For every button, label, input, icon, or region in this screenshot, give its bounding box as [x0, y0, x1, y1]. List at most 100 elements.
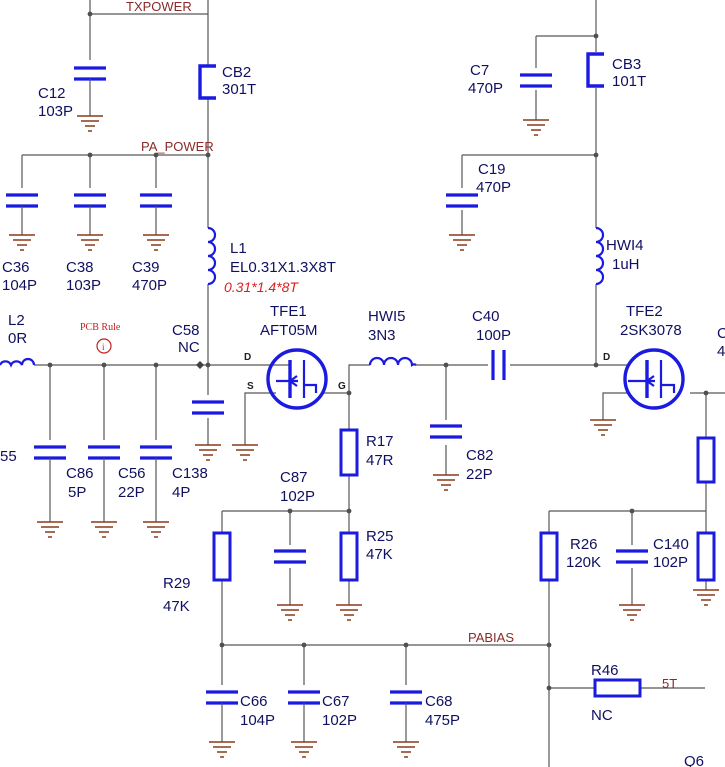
value-c68: 475P: [425, 712, 460, 729]
ref-c38: C38: [66, 259, 94, 276]
value-tfe1: AFT05M: [260, 322, 318, 339]
inductor-symbols: [0, 226, 605, 368]
value-l1: EL0.31X1.3X8T: [230, 259, 336, 276]
transistor-tfe2: [623, 348, 685, 410]
ref-c87: C87: [280, 469, 308, 486]
value-hwi4: 1uH: [612, 256, 640, 273]
value-r26: 120K: [566, 554, 601, 571]
ref-c19: C19: [478, 161, 506, 178]
value-c38: 103P: [66, 277, 101, 294]
capacitor-c140: [616, 549, 648, 564]
resistor-symbols: [212, 428, 716, 698]
pcb-rule-marker: [96, 338, 112, 354]
ref-c7: C7: [470, 62, 489, 79]
capacitor-c56: [140, 445, 172, 522]
ref-r46: R46: [591, 662, 619, 679]
ref-l2: L2: [8, 312, 25, 329]
ref-tfe2: TFE2: [626, 303, 663, 320]
ref-c82: C82: [466, 447, 494, 464]
value-c58: NC: [178, 339, 200, 356]
ref-hwi5: HWI5: [368, 308, 406, 325]
ref-c67: C67: [322, 693, 350, 710]
capacitor-c138: [192, 400, 224, 415]
capacitor-c68: [390, 690, 422, 742]
ref-c12: C12: [38, 85, 66, 102]
capacitor-c36: [6, 193, 38, 235]
ground-symbols: [9, 115, 719, 758]
net-label-5t: 5T: [662, 676, 677, 691]
value-r17: 47R: [366, 452, 394, 469]
ref-cb2: CB2: [222, 64, 251, 81]
net-label-pabias: PABIAS: [468, 630, 514, 645]
net-label-pa-power: PA_POWER: [141, 139, 214, 154]
value-cb3: 101T: [612, 73, 646, 90]
ref-fragment-right: C: [717, 325, 725, 342]
capacitor-c38: [74, 193, 106, 235]
capacitor-c86: [88, 445, 120, 522]
capacitor-c82: [430, 424, 462, 439]
ref-c39: C39: [132, 259, 160, 276]
ref-c40: C40: [472, 308, 500, 325]
value-c138: 4P: [172, 484, 190, 501]
value-c140: 102P: [653, 554, 688, 571]
ref-c140: C140: [653, 536, 689, 553]
ref-c56: C56: [118, 465, 146, 482]
value-tfe2: 2SK3078: [620, 322, 682, 339]
capacitor-symbols: [6, 66, 648, 742]
capacitor-c12: [74, 66, 106, 116]
ref-r29: R29: [163, 575, 191, 592]
ref-c86: C86: [66, 465, 94, 482]
ref-c68: C68: [425, 693, 453, 710]
net-label-txpower: TXPOWER: [126, 0, 192, 14]
value-r25: 47K: [366, 546, 393, 563]
value-c87: 102P: [280, 488, 315, 505]
value-hwi5: 3N3: [368, 327, 396, 344]
value-r29: 47K: [163, 598, 190, 615]
c58-marker: [196, 361, 204, 369]
capacitor-c67: [288, 690, 320, 742]
ref-fragment-c85: 55: [0, 448, 17, 465]
capacitor-c40: [491, 350, 506, 380]
ref-r25: R25: [366, 528, 394, 545]
ref-cb3: CB3: [612, 56, 641, 73]
value-c39: 470P: [132, 277, 167, 294]
value-c7: 470P: [468, 80, 503, 97]
value-fragment-right: 4: [717, 343, 725, 360]
ref-tfe1: TFE1: [270, 303, 307, 320]
ref-r17: R17: [366, 433, 394, 450]
ref-c138: C138: [172, 465, 208, 482]
value-c19: 470P: [476, 179, 511, 196]
junction-dots: [47, 11, 709, 691]
value-r46: NC: [591, 707, 613, 724]
capacitor-c87: [274, 549, 306, 564]
pin-d-tfe2: D: [603, 352, 610, 363]
ref-l1: L1: [230, 240, 247, 257]
ref-r26: R26: [570, 536, 598, 553]
ref-q6: Q6: [684, 753, 704, 767]
pin-s-tfe1: S: [247, 381, 254, 392]
ref-c36: C36: [2, 259, 30, 276]
bead-symbols: [198, 52, 604, 100]
pin-d-tfe1: D: [244, 352, 251, 363]
capacitor-c39: [140, 193, 172, 235]
pcb-rule-label: PCB Rule: [80, 322, 121, 333]
transistor-tfe1: [266, 348, 328, 410]
value-c67: 102P: [322, 712, 357, 729]
pin-g-tfe1: G: [338, 381, 346, 392]
value-cb2: 301T: [222, 81, 256, 98]
annotation-l1: 0.31*1.4*8T: [224, 279, 299, 295]
value-c82: 22P: [466, 466, 493, 483]
value-c36: 104P: [2, 277, 37, 294]
capacitor-c7: [520, 73, 552, 88]
capacitor-c85: [34, 445, 66, 522]
value-c66: 104P: [240, 712, 275, 729]
capacitor-c66: [206, 690, 238, 742]
capacitor-c19: [446, 193, 478, 208]
ref-c58: C58: [172, 322, 200, 339]
value-c40: 100P: [476, 327, 511, 344]
value-c56: 22P: [118, 484, 145, 501]
value-c86: 5P: [68, 484, 86, 501]
wires: [21, 0, 725, 767]
pcb-rule-mark: i: [102, 342, 105, 352]
